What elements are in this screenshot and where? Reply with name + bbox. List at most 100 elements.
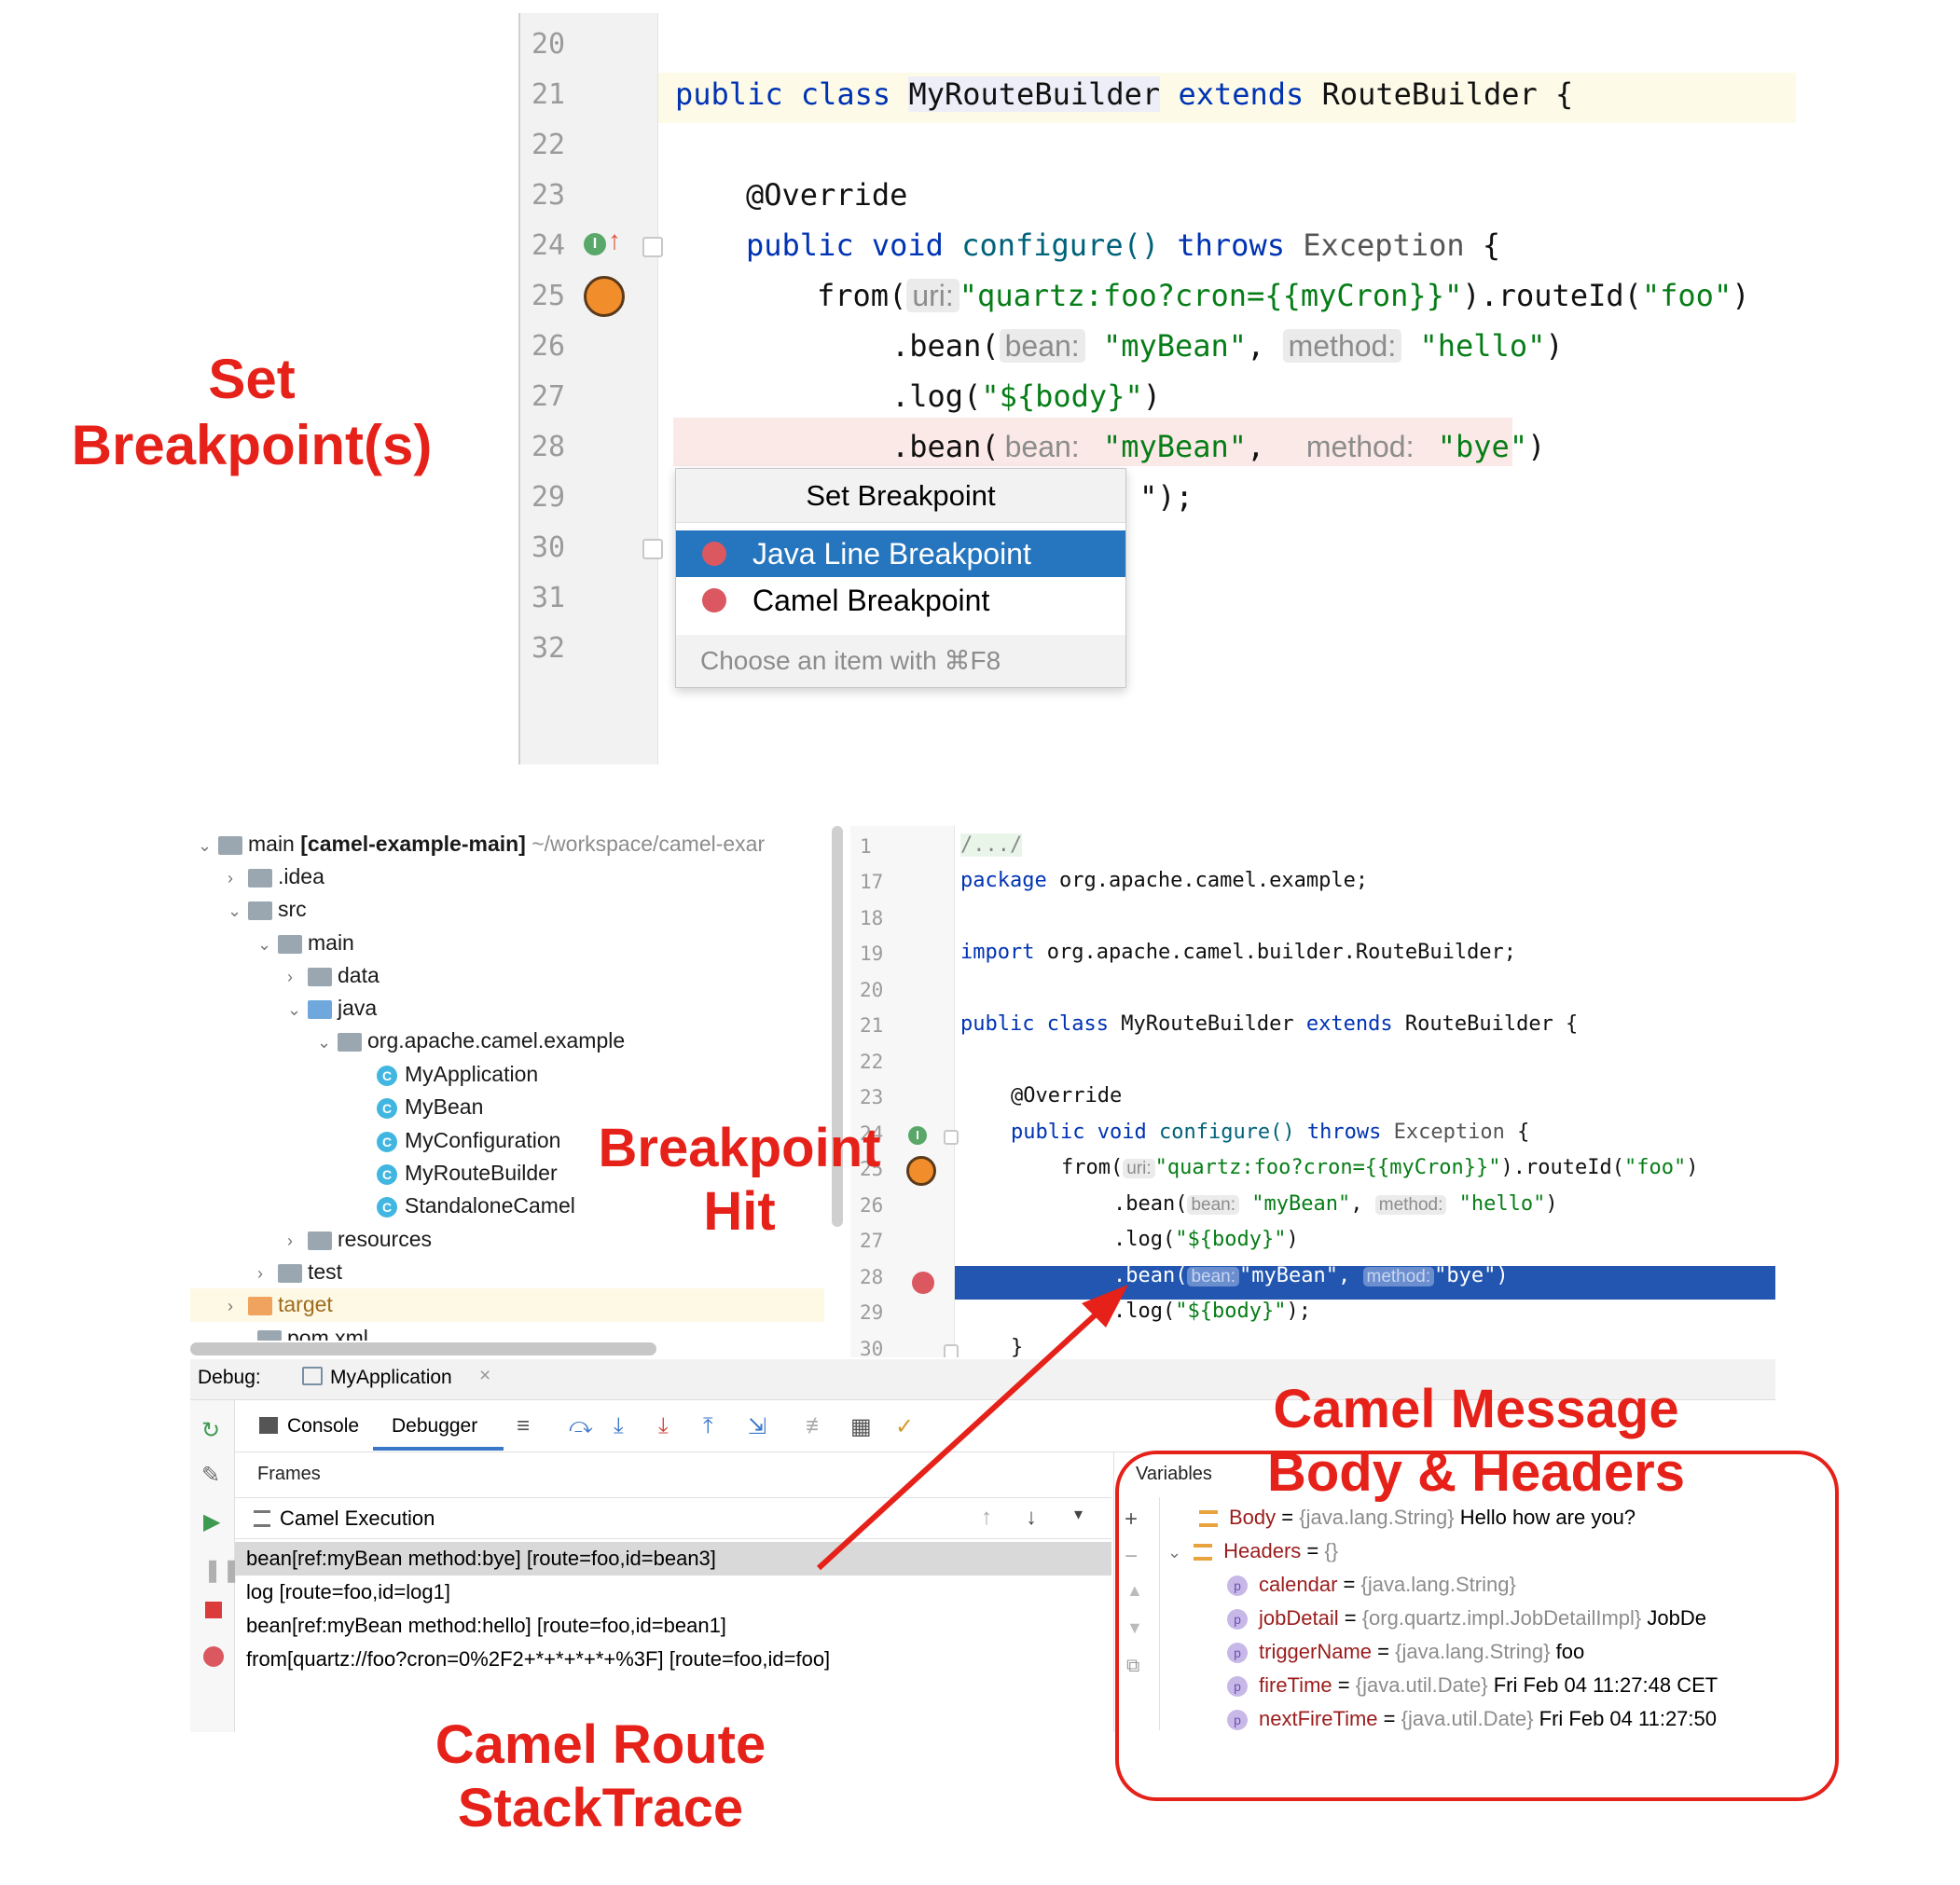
frame-up-icon[interactable]: ↑ xyxy=(981,1505,992,1530)
tree-node-pom[interactable]: pom.xml xyxy=(257,1322,368,1341)
line-number: 28 xyxy=(860,1266,884,1288)
layout-menu-icon[interactable]: ≡ xyxy=(517,1413,531,1438)
settings-wrench-icon[interactable]: ✎ xyxy=(201,1463,221,1488)
camel-breakpoint-option[interactable]: Camel Breakpoint xyxy=(676,577,1125,624)
step-over-icon[interactable]: ⤼ xyxy=(569,1413,593,1438)
panel-divider xyxy=(1113,1452,1114,1732)
run-config-tab[interactable]: MyApplication xyxy=(330,1367,452,1388)
add-watch-icon[interactable]: + xyxy=(1125,1507,1139,1532)
tree-node-data[interactable]: ›data xyxy=(287,963,380,987)
evaluate-expression-icon[interactable]: ≢ xyxy=(806,1413,828,1438)
step-out-icon[interactable]: ⤒ xyxy=(703,1413,713,1438)
close-tab-icon[interactable]: × xyxy=(479,1365,491,1386)
variable-headers[interactable]: ⌄ Headers = {} xyxy=(1167,1534,1338,1568)
stop-icon[interactable] xyxy=(205,1602,222,1618)
thread-selector[interactable]: Camel Execution xyxy=(280,1507,435,1530)
variable-body[interactable]: Body = {java.lang.String} Hello how are … xyxy=(1199,1501,1636,1534)
excluded-folder-icon xyxy=(248,1296,272,1315)
breakpoint-icon[interactable] xyxy=(912,1272,934,1294)
field-icon xyxy=(1199,1510,1218,1528)
current-line-highlight xyxy=(658,73,1796,123)
move-down-icon[interactable]: ▼ xyxy=(1126,1618,1143,1637)
line-number: 25 xyxy=(860,1158,884,1180)
line-number: 27 xyxy=(531,380,566,413)
active-tab-indicator xyxy=(373,1447,504,1451)
tree-node-main[interactable]: ⌄main xyxy=(257,930,354,955)
horizontal-scrollbar[interactable] xyxy=(190,1342,656,1355)
override-arrow-icon[interactable]: ↑ xyxy=(608,226,621,255)
editor-gutter[interactable] xyxy=(518,13,658,764)
tree-node-java[interactable]: ⌄java xyxy=(287,996,378,1020)
tree-node-root[interactable]: ⌄main [camel-example-main] ~/workspace/c… xyxy=(198,832,766,856)
fold-marker-icon[interactable] xyxy=(642,539,663,559)
editor-gutter[interactable] xyxy=(850,826,955,1357)
fold-marker-icon[interactable] xyxy=(944,1130,959,1145)
tree-node-test[interactable]: ›test xyxy=(257,1259,343,1284)
run-to-cursor-icon[interactable]: ⇲ xyxy=(748,1414,767,1439)
debug-tabs-row xyxy=(235,1400,1775,1452)
fold-marker-icon[interactable] xyxy=(944,1344,959,1357)
line-number: 22 xyxy=(531,129,566,161)
set-breakpoint-popup: Set Breakpoint Java Line Breakpoint Came… xyxy=(675,468,1126,688)
rerun-icon[interactable]: ↻ xyxy=(201,1418,221,1443)
implements-icon[interactable]: I xyxy=(908,1126,927,1145)
resume-icon[interactable]: ▶ xyxy=(203,1509,221,1534)
line-number: 1 xyxy=(860,835,872,858)
camel-route-icon[interactable] xyxy=(906,1156,936,1186)
frame-row[interactable]: bean[ref:myBean method:hello] [route=foo… xyxy=(246,1614,726,1637)
line-number: 19 xyxy=(860,942,884,965)
folder-icon xyxy=(278,934,302,954)
frame-row[interactable]: log [route=foo,id=log1] xyxy=(246,1580,450,1603)
copy-watch-icon[interactable]: ⧉ xyxy=(1126,1656,1140,1676)
step-into-icon[interactable]: ⤓ xyxy=(614,1413,624,1438)
remove-watch-icon[interactable]: − xyxy=(1125,1544,1139,1569)
divider xyxy=(235,1538,1111,1539)
code-line-24: public void configure() throws Exception… xyxy=(746,227,1501,263)
line-number: 25 xyxy=(531,280,566,312)
maven-file-icon xyxy=(257,1329,282,1341)
tree-node-idea[interactable]: ›.idea xyxy=(228,864,324,888)
folder-icon xyxy=(248,901,272,920)
frame-row[interactable]: from[quartz://foo?cron=0%2F2+*+*+*+*+%3F… xyxy=(246,1647,831,1671)
java-line-breakpoint-option[interactable]: Java Line Breakpoint xyxy=(676,530,1125,577)
code-line-28: .bean(bean:"myBean", method:"bye") xyxy=(1113,1264,1509,1287)
tab-console[interactable]: Console xyxy=(287,1415,360,1437)
pause-icon[interactable]: ❚❚ xyxy=(203,1558,242,1583)
code-line-1[interactable]: /.../ xyxy=(960,833,1023,857)
divider xyxy=(235,1497,1111,1498)
frame-filter-icon[interactable]: ▾ xyxy=(1074,1505,1084,1523)
message-body-headers-annotation: Camel Message Body & Headers xyxy=(1266,1379,1686,1504)
fold-marker-icon[interactable] xyxy=(642,237,663,257)
move-up-icon[interactable]: ▲ xyxy=(1126,1581,1143,1600)
view-breakpoints-icon[interactable] xyxy=(203,1646,224,1667)
tree-node-src[interactable]: ⌄src xyxy=(228,897,307,921)
tree-node-target[interactable]: ›target xyxy=(228,1292,333,1316)
vertical-scrollbar[interactable] xyxy=(832,826,843,1227)
tab-debugger[interactable]: Debugger xyxy=(392,1415,478,1437)
line-number: 18 xyxy=(860,907,884,929)
tree-node-package[interactable]: ⌄org.apache.camel.example xyxy=(317,1028,626,1053)
force-step-into-icon[interactable]: ⤓ xyxy=(658,1413,669,1438)
implements-icon[interactable]: I xyxy=(584,233,606,255)
breakpoint-dot-icon xyxy=(702,588,726,612)
frame-down-icon[interactable]: ↓ xyxy=(1026,1505,1037,1530)
calculator-icon[interactable]: ▦ xyxy=(850,1414,872,1439)
camel-route-icon[interactable] xyxy=(584,276,625,317)
camel-debug-icon[interactable]: ✓ xyxy=(895,1414,915,1439)
tree-node-resources[interactable]: ›resources xyxy=(287,1227,432,1251)
frame-row[interactable]: bean[ref:myBean method:bye] [route=foo,i… xyxy=(246,1547,716,1570)
chevron-down-icon[interactable]: ⌄ xyxy=(1167,1543,1182,1562)
code-line-23: @Override xyxy=(746,177,908,213)
line-number: 32 xyxy=(531,632,566,665)
